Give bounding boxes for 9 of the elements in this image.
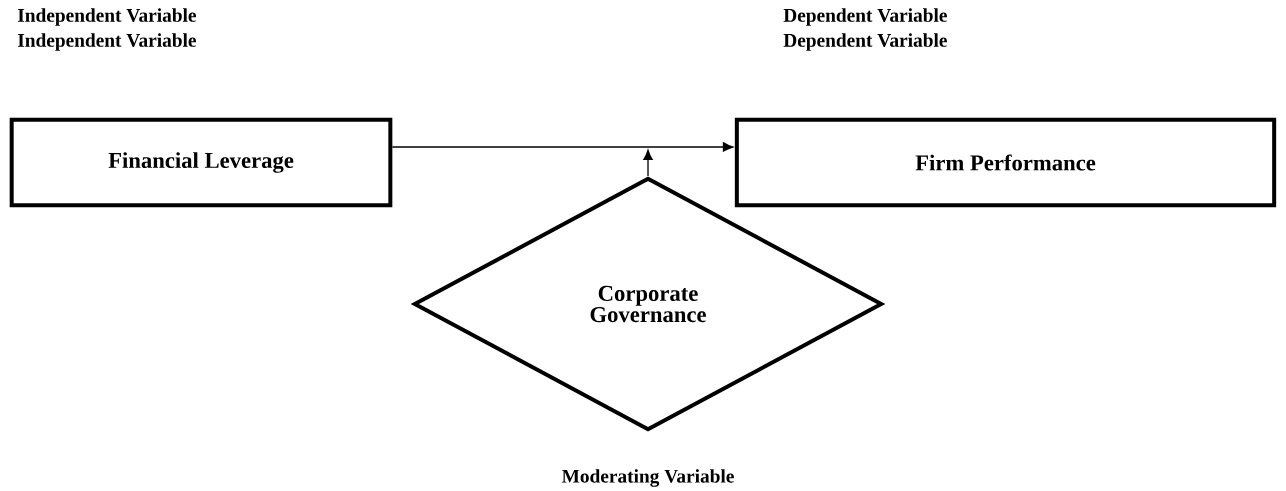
heading-text: Independent Variable xyxy=(17,8,196,26)
arrow xyxy=(391,142,734,152)
variable-box: Firm Performance xyxy=(734,117,1277,208)
heading-text: Dependent Variable xyxy=(783,8,947,26)
arrow xyxy=(643,149,653,177)
heading-text: Dependent Variable xyxy=(783,33,947,51)
heading-text: Independent Variable xyxy=(17,33,196,51)
variable-box: Financial Leverage xyxy=(9,117,393,208)
caption-text: Moderating Variable xyxy=(561,469,734,487)
